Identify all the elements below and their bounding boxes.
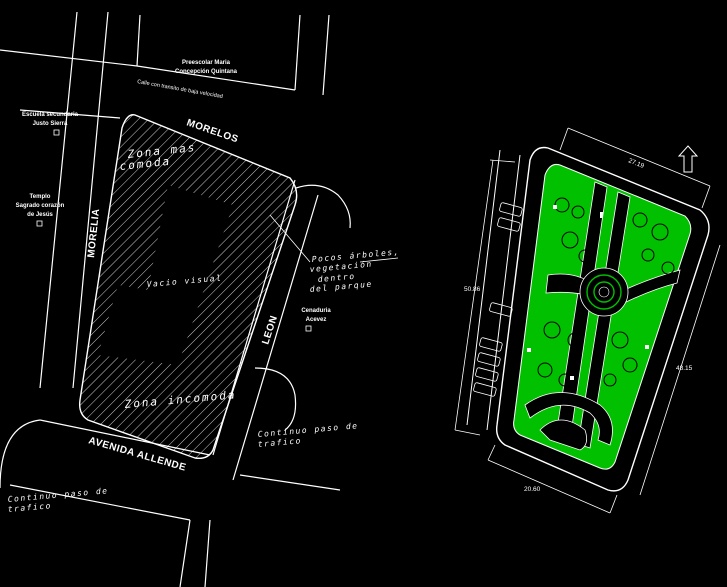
svg-text:Cenaduria: Cenaduria (301, 308, 331, 314)
dimension-top: 27.19 (627, 157, 645, 170)
svg-text:trafico: trafico (7, 501, 52, 514)
leader-line (359, 257, 399, 263)
landmark-templo: Templo Sagrado corazón de Jesús (16, 194, 65, 227)
park-plan: 27.19 50.86 48.15 20.60 (454, 127, 721, 514)
north-arrow-icon (677, 145, 699, 173)
city-block (78, 114, 298, 460)
marker-square-icon (305, 325, 312, 332)
svg-text:Sagrado corazón: Sagrado corazón (16, 203, 65, 209)
svg-text:de Jesús: de Jesús (27, 212, 53, 218)
svg-text:Continuo paso de: Continuo paso de (257, 421, 358, 439)
svg-text:dentro: dentro (317, 272, 356, 284)
landmark-cenaduria: Cenaduria Acevez (301, 308, 331, 332)
marker-square-icon (53, 129, 60, 136)
svg-text:comoda: comoda (119, 155, 172, 173)
dimension-right: 48.15 (676, 365, 693, 372)
street-label-morelia: MORELIA (86, 208, 102, 258)
svg-text:trafico: trafico (257, 436, 302, 449)
svg-text:Templo: Templo (30, 194, 51, 200)
svg-text:Concepción Quintana: Concepción Quintana (175, 69, 238, 75)
marker-square-icon (36, 220, 43, 227)
street-note: Calle con transito de baja velocidad (137, 79, 224, 100)
dimension-bottom: 20.60 (524, 486, 541, 493)
leader-line (269, 214, 311, 263)
landmark-escuela: Escuela secundaria Justo Sierra (22, 112, 79, 136)
note-continuo-leon: Continuo paso de trafico (257, 421, 358, 449)
note-pocos-arboles: Pocos árboles, vegetación dentro del par… (309, 247, 400, 294)
car-icons (473, 202, 523, 397)
svg-text:Preescolar Maria: Preescolar Maria (182, 60, 231, 66)
svg-text:Justo Sierra: Justo Sierra (33, 121, 68, 127)
svg-text:Acevez: Acevez (306, 317, 327, 323)
landmark-preescolar: Preescolar Maria Concepción Quintana (175, 60, 238, 75)
dimension-left: 50.86 (464, 286, 481, 293)
svg-text:Escuela secundaria: Escuela secundaria (22, 112, 79, 118)
note-continuo-allende: Continuo paso de trafico (7, 486, 108, 514)
